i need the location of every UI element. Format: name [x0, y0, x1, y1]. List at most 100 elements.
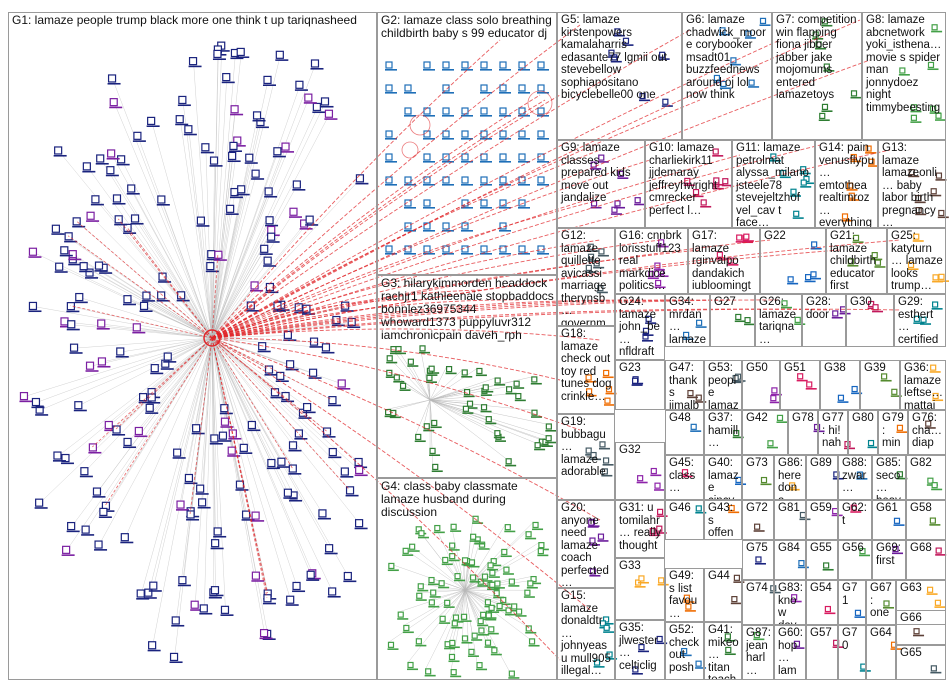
node-label-mark — [285, 368, 299, 371]
group-label: G67: one — [870, 582, 892, 619]
graph-node — [211, 539, 220, 548]
graph-node — [264, 365, 274, 374]
graph-node — [871, 252, 878, 259]
graph-node — [504, 524, 511, 531]
graph-node — [930, 364, 937, 371]
graph-node — [127, 184, 136, 193]
group-label: G31: u tomilahr… really thought… — [619, 502, 662, 558]
graph-node — [713, 177, 720, 184]
group-box-g39: G39 — [860, 360, 900, 410]
group-box-g76: G76: cha… diap… — [908, 410, 946, 455]
graph-edge — [112, 78, 213, 339]
node-label-mark — [404, 115, 416, 117]
node-label-mark — [809, 277, 821, 280]
node-label-mark — [197, 506, 211, 509]
group-box-g58: G58 — [906, 500, 946, 540]
graph-node — [850, 504, 857, 511]
graph-node — [237, 185, 246, 194]
graph-edge — [78, 337, 213, 406]
highlight-edge — [211, 99, 546, 339]
node-label-mark — [718, 33, 730, 36]
graph-node — [865, 145, 872, 152]
graph-node — [263, 75, 272, 85]
graph-edge — [121, 159, 213, 339]
node-label-mark — [606, 658, 618, 660]
node-label-mark — [794, 323, 806, 325]
graph-node — [107, 149, 116, 158]
graph-node — [281, 142, 290, 151]
graph-node — [476, 662, 483, 669]
group-box-g81: G81 — [774, 500, 806, 540]
node-label-mark — [156, 299, 170, 302]
node-label-mark — [848, 199, 860, 201]
node-label-mark — [454, 579, 466, 582]
graph-node — [593, 659, 601, 666]
node-label-mark — [588, 544, 600, 546]
node-label-mark — [589, 574, 601, 577]
graph-edge — [211, 337, 226, 611]
node-label-mark — [199, 612, 213, 615]
group-label: G56 — [842, 542, 864, 554]
group-box-g54: G54 — [806, 580, 838, 625]
node-label-mark — [150, 372, 164, 375]
node-label-mark — [228, 150, 242, 153]
node-label-mark — [302, 411, 316, 414]
node-label-mark — [480, 161, 492, 163]
graph-node — [468, 648, 475, 655]
group-box-g62: G62: t — [838, 500, 872, 540]
node-label-mark — [461, 69, 473, 71]
graph-node — [735, 313, 742, 321]
node-label-mark — [232, 145, 246, 147]
graph-node — [439, 615, 446, 622]
graph-edge — [211, 52, 242, 339]
graph-node — [692, 188, 700, 196]
graph-node — [415, 433, 422, 441]
graph-node — [480, 107, 488, 115]
graph-edge — [211, 337, 313, 574]
node-label-mark — [792, 217, 804, 219]
node-label-mark — [292, 590, 306, 593]
node-label-mark — [294, 437, 308, 440]
node-label-mark — [681, 475, 693, 478]
node-label-mark — [123, 446, 137, 449]
group-box-g88: G88: zwar… — [838, 455, 872, 500]
graph-node — [841, 213, 849, 220]
node-label-mark — [105, 174, 119, 177]
node-label-mark — [759, 24, 771, 27]
graph-node — [478, 541, 486, 548]
node-label-mark — [385, 253, 397, 255]
graph-node — [385, 84, 393, 92]
graph-node — [695, 660, 702, 667]
node-label-mark — [734, 380, 746, 382]
highlight-edge — [211, 159, 651, 339]
graph-edge — [464, 589, 487, 614]
graph-node — [355, 174, 365, 183]
node-label-mark — [196, 225, 210, 227]
graph-node — [442, 84, 450, 92]
node-label-mark — [657, 583, 669, 586]
graph-node — [186, 510, 195, 519]
group-box-g83: G83: know day… — [774, 580, 806, 625]
node-label-mark — [397, 618, 409, 620]
node-label-mark — [728, 511, 740, 514]
node-label-mark — [513, 387, 525, 389]
node-label-mark — [94, 549, 108, 551]
node-label-mark — [515, 615, 527, 617]
node-label-mark — [148, 590, 162, 592]
node-label-mark — [508, 677, 520, 679]
graph-node — [294, 303, 303, 312]
graph-node — [811, 241, 818, 248]
node-label-mark — [518, 138, 530, 140]
graph-node — [397, 611, 404, 618]
graph-node — [210, 586, 220, 595]
node-label-mark — [259, 253, 273, 255]
graph-node — [645, 315, 652, 322]
graph-node — [537, 130, 545, 138]
group-label: G61 — [876, 502, 898, 514]
graph-node — [908, 168, 915, 176]
node-label-mark — [469, 581, 481, 583]
graph-node — [617, 170, 624, 177]
graph-edge — [101, 323, 213, 339]
group-label: G45: class… — [669, 457, 696, 494]
node-label-mark — [345, 494, 359, 497]
